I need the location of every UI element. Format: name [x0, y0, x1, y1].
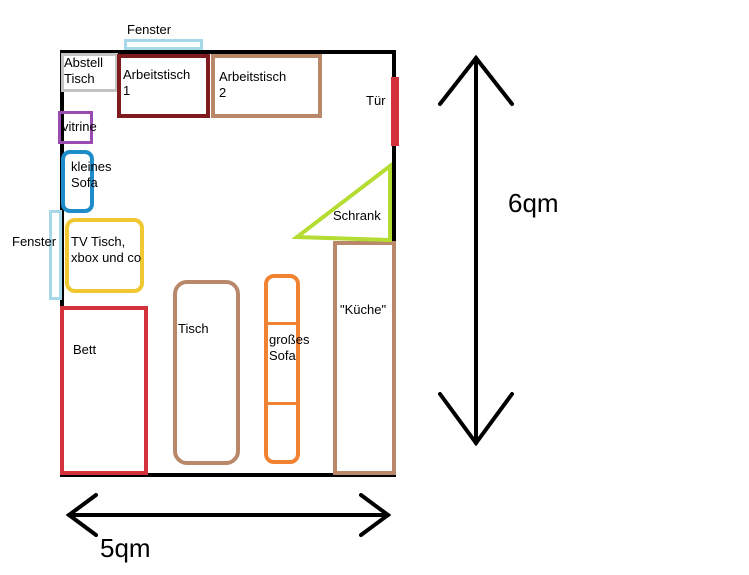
window-top: [124, 39, 203, 50]
window-left: [49, 210, 62, 300]
large-sofa-divider-top: [264, 322, 300, 325]
door-label: Tür: [366, 93, 386, 108]
small-sofa-label: kleines Sofa: [71, 159, 112, 190]
width-dimension-label: 5qm: [100, 533, 151, 563]
wardrobe-label: Schrank: [333, 208, 381, 223]
abstelltisch: [61, 53, 118, 92]
table-label: Tisch: [178, 321, 209, 336]
small-sofa: [61, 150, 94, 213]
bed: [60, 306, 148, 475]
arbeitstisch-1-label: Arbeitstisch 1: [123, 67, 191, 98]
height-arrow: [438, 54, 514, 447]
kitchen: [333, 241, 396, 475]
abstelltisch-label: Abstell Tisch: [64, 55, 104, 86]
window-top-label: Fenster: [127, 22, 172, 37]
height-dimension-label: 6qm: [508, 188, 559, 218]
large-sofa-divider-bottom: [264, 402, 300, 405]
large-sofa-label: großes Sofa: [269, 332, 310, 363]
bed-label: Bett: [73, 342, 97, 357]
arbeitstisch-1: [117, 54, 210, 118]
large-sofa: [264, 274, 300, 464]
window-left-label: Fenster: [12, 234, 57, 249]
arbeitstisch-2-label: Arbeitstisch 2: [219, 69, 287, 100]
tv-table: [65, 218, 144, 293]
door: [391, 77, 399, 146]
arbeitstisch-2: [211, 54, 322, 118]
table: [173, 280, 240, 465]
wardrobe-triangle: [291, 161, 392, 243]
width-arrow: [65, 493, 392, 537]
kitchen-label: "Küche": [340, 302, 387, 317]
vitrine: [58, 111, 93, 144]
vitrine-label: vitrine: [62, 119, 97, 134]
tv-table-label: TV Tisch, xbox und co: [71, 234, 142, 265]
